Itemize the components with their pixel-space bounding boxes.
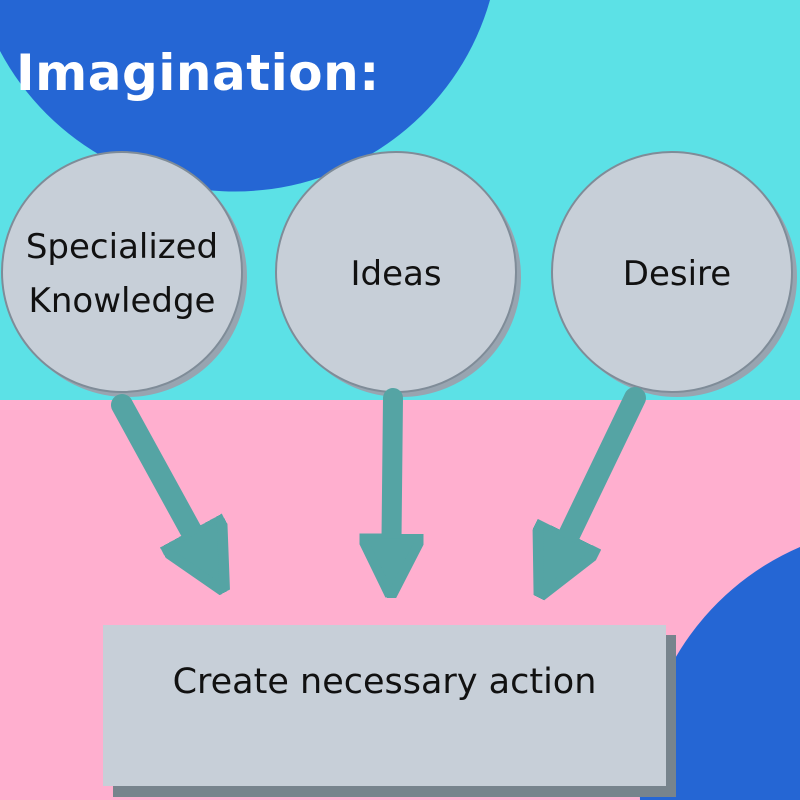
arrow-desire-to-action: [545, 387, 646, 585]
decor-circle-bottom: [639, 547, 800, 800]
node-label-ideas: Ideas: [350, 254, 442, 294]
arrow-ideas-to-action: [391, 388, 393, 585]
decor-circle-top: [0, 0, 490, 192]
arrow-knowledge-to-action: [111, 394, 218, 580]
node-specialized-knowledge: [1, 151, 247, 397]
node-ideas: [275, 151, 521, 397]
action-box: [103, 625, 666, 786]
node-label-desire: Desire: [622, 254, 732, 294]
action-box-label: Create necessary action: [172, 662, 597, 702]
node-desire: [551, 151, 797, 397]
node-label-specialized-knowledge: Specialized Knowledge: [25, 227, 219, 321]
diagram-title: Imagination:: [16, 44, 380, 102]
